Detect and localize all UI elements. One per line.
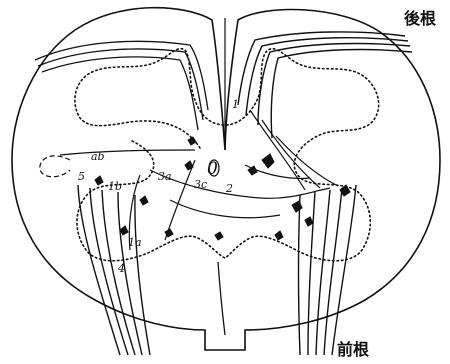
ventral-root-label: 前根	[337, 340, 369, 359]
label-3a: 3a	[158, 170, 172, 183]
label-1: 1	[232, 98, 239, 111]
label-5: 5	[78, 170, 85, 183]
commissural-fibers	[60, 150, 330, 250]
left-dashed-loop	[40, 156, 70, 177]
left-ventral-root	[78, 185, 150, 355]
neuron-cells	[95, 137, 350, 240]
label-1a: 1a	[128, 236, 142, 249]
label-ab: ab	[91, 150, 105, 163]
cord-outline	[12, 8, 440, 350]
label-2: 2	[225, 182, 233, 195]
ventral-fissure	[218, 262, 225, 335]
center-label: 0	[207, 159, 218, 179]
left-dorsal-fibers	[35, 41, 208, 130]
label-4: 4	[117, 262, 125, 275]
label-1b: 1b	[108, 180, 122, 193]
dorsal-root-label: 後根	[404, 9, 436, 28]
label-3c: 3c	[194, 178, 207, 191]
right-ventral-root	[299, 185, 357, 355]
